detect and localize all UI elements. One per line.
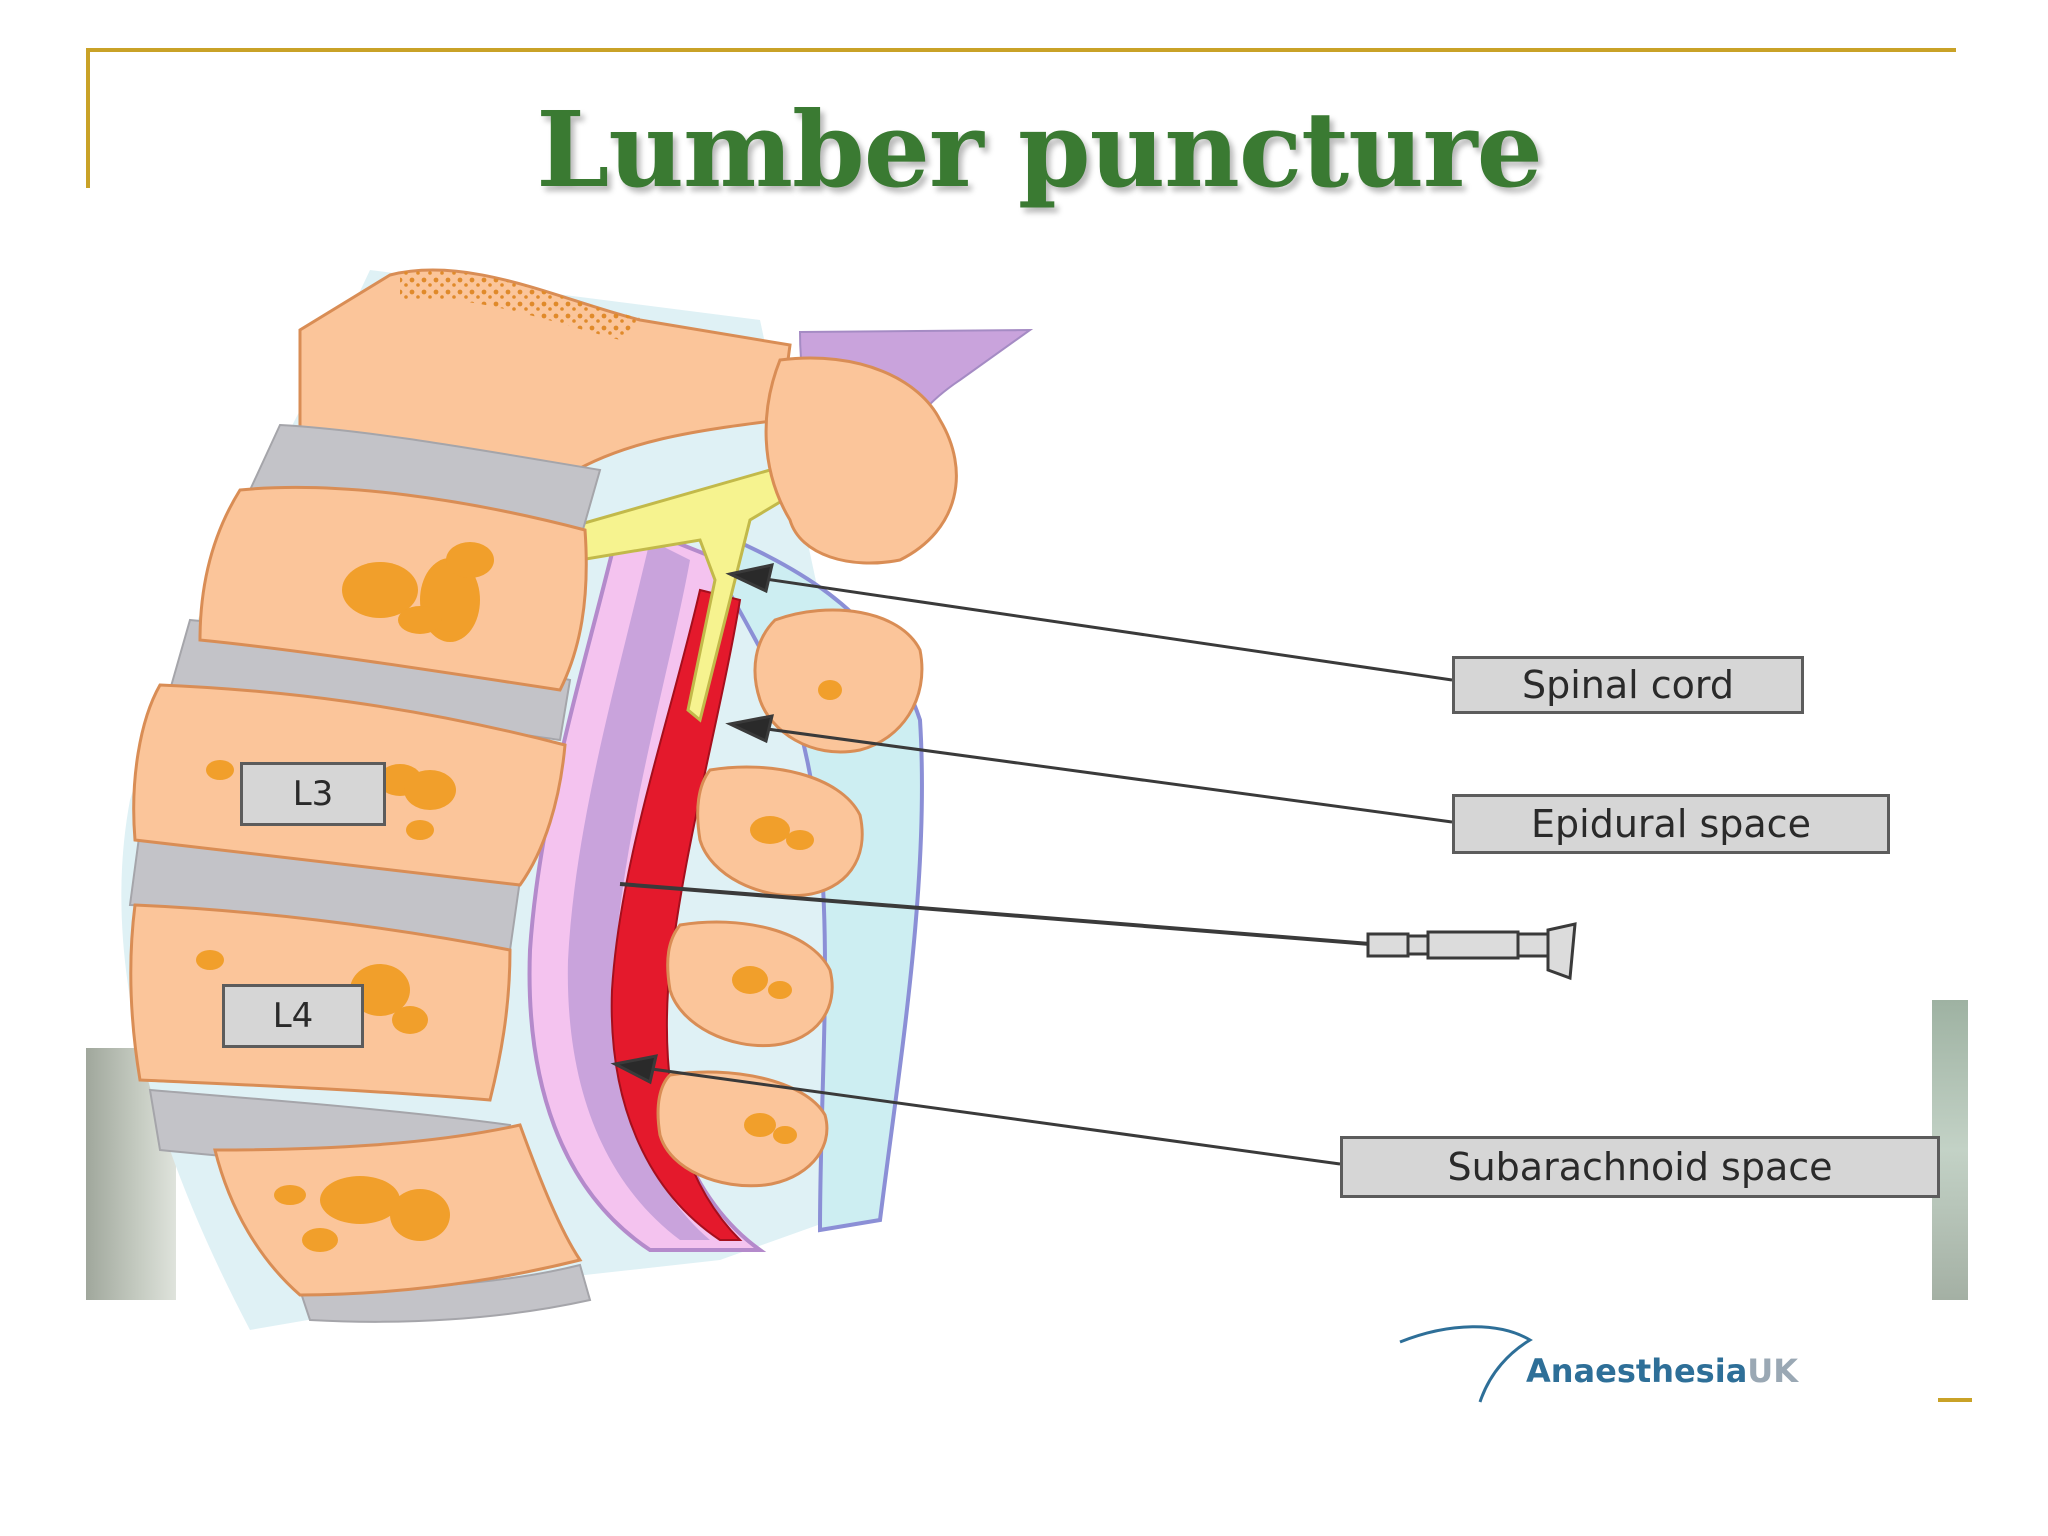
spinous-speckles xyxy=(732,680,842,1144)
dura-inner-band xyxy=(567,540,710,1240)
logo-wordmark-suffix: UK xyxy=(1747,1352,1799,1390)
label-epidural-space: Epidural space xyxy=(1452,794,1890,854)
anaesthesia-uk-logo: AnaesthesiaUK xyxy=(1390,1312,1910,1408)
cancellous-patches xyxy=(196,542,494,1252)
label-subarachnoid-space: Subarachnoid space xyxy=(1340,1136,1940,1198)
spinous-process-top xyxy=(764,356,958,565)
spinous-process-1 xyxy=(753,608,924,754)
slide-frame-top xyxy=(86,48,1956,52)
logo-wordmark: AnaesthesiaUK xyxy=(1526,1352,1798,1390)
slide-title: Lumber puncture xyxy=(536,88,1543,211)
label-l4: L4 xyxy=(222,984,364,1048)
pointer-arrows xyxy=(610,563,1453,1166)
slide-frame-left xyxy=(86,48,90,188)
label-l3: L3 xyxy=(240,762,386,826)
slide-frame-bottom xyxy=(1938,1398,1972,1402)
spinal-needle xyxy=(619,882,1577,981)
logo-wordmark-main: Anaesthesia xyxy=(1526,1352,1748,1390)
logo-swoosh-icon xyxy=(1399,1325,1533,1403)
vertebra-top-cancellous xyxy=(400,270,640,340)
spinous-process-4 xyxy=(656,1070,829,1188)
label-spinal-cord: Spinal cord xyxy=(1452,656,1804,714)
